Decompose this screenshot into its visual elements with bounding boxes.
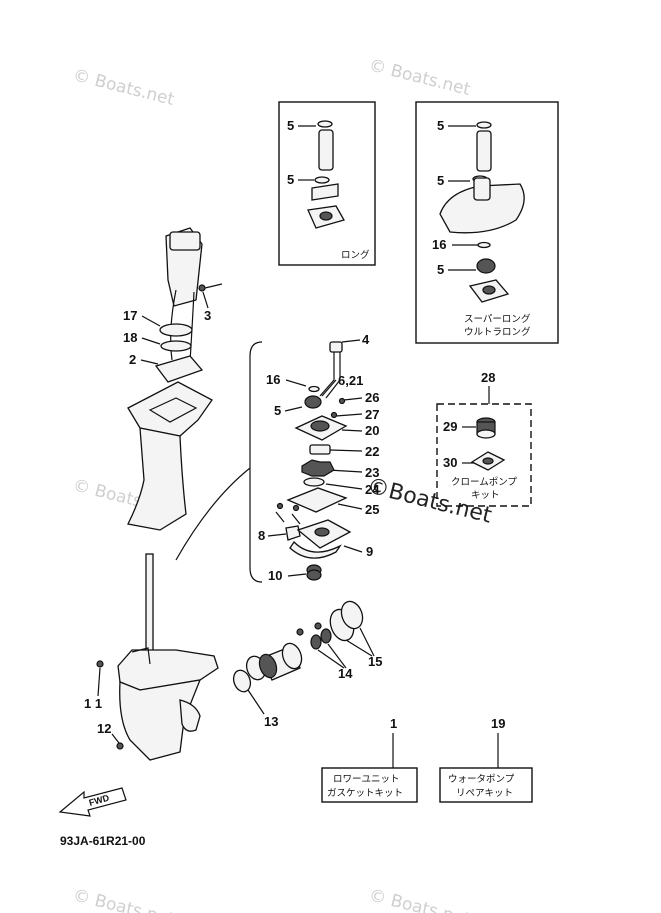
prop-parts: 13 14 15: [232, 600, 382, 729]
callout-8: 8: [258, 528, 265, 543]
inset-chrome-kit-label-2: キット: [471, 490, 500, 501]
callout-16: 16: [432, 237, 446, 252]
watermark: © Boats.net: [367, 55, 473, 100]
fwd-label: FWD: [88, 793, 111, 808]
upper-casing: 3 17 18 2: [123, 227, 223, 531]
callout-10: 10: [268, 568, 282, 583]
callout-6-21: 6,21: [338, 373, 363, 388]
callout-14: 14: [338, 666, 353, 681]
kits: 1 ロワーユニット ガスケットキット 19 ウォータポンプ リペアキット: [321, 716, 533, 803]
callout-16: 16: [266, 372, 280, 387]
gasket-kit-label-1: ロワーユニット: [333, 774, 400, 785]
pump-bracket: [249, 341, 263, 583]
gasket-kit-label-2: ガスケットキット: [327, 788, 403, 799]
callout-25: 25: [365, 502, 379, 517]
callout-23: 23: [365, 465, 379, 480]
fwd-arrow: FWD: [58, 787, 127, 817]
inset-long-label: ロング: [341, 249, 370, 261]
callout-2: 2: [129, 352, 136, 367]
inset-long: 5 5 ロング: [278, 101, 376, 266]
callout-18: 18: [123, 330, 137, 345]
callout-27: 27: [365, 407, 379, 422]
callout-5: 5: [287, 172, 294, 187]
callout-13: 13: [264, 714, 278, 729]
callout-20: 20: [365, 423, 379, 438]
repair-kit-label-1: ウォータポンプ: [448, 774, 515, 785]
inset-chrome-kit-frame: [436, 403, 532, 507]
callout-4: 4: [362, 332, 370, 347]
callout-19: 19: [491, 716, 505, 731]
callout-5: 5: [437, 118, 444, 133]
callout-5: 5: [287, 118, 294, 133]
watermark: © Boats.net: [71, 885, 177, 913]
inset-superlong-label-1: スーパーロング: [464, 313, 531, 325]
callout-28: 28: [481, 370, 495, 385]
callout-15: 15: [368, 654, 382, 669]
inset-long-frame: [278, 101, 376, 266]
repair-kit-label-2: リペアキット: [456, 788, 513, 799]
callout-17: 17: [123, 308, 137, 323]
callout-5: 5: [437, 173, 444, 188]
diagram-code: 93JA-61R21-00: [60, 834, 146, 848]
water-pump: 4 16 6,21 5 26 27 20 22 23 24 25: [258, 332, 380, 583]
inset-superlong-frame: [415, 101, 559, 344]
callout-5: 5: [437, 262, 444, 277]
inset-chrome-kit-label-1: クロームポンプ: [451, 477, 517, 488]
lower-unit: 1 1 12: [84, 553, 219, 761]
callout-1: 1: [390, 716, 397, 731]
callout-30: 30: [443, 455, 457, 470]
watermark: © Boats.net: [367, 885, 473, 913]
watermarks: © Boats.net © Boats.net © Boats.net © Bo…: [71, 55, 495, 913]
watermark: © Boats.net: [71, 65, 177, 110]
inset-superlong: 5 5 16 5 スーパーロング ウルトラロング: [415, 101, 559, 344]
inset-superlong-label-2: ウルトラロング: [464, 326, 531, 338]
inset-chrome-kit: 28 29 30 クロームポンプ キット: [436, 370, 532, 507]
callout-9: 9: [366, 544, 373, 559]
callout-12: 12: [97, 721, 111, 736]
pump-leader-line: [175, 467, 251, 561]
callout-24: 24: [365, 482, 380, 497]
callout-22: 22: [365, 444, 379, 459]
callout-29: 29: [443, 419, 457, 434]
repair-kit-box: [439, 767, 533, 803]
callout-11: 1 1: [84, 696, 102, 711]
callout-5: 5: [274, 403, 281, 418]
gasket-kit-box: [321, 767, 418, 803]
callout-3: 3: [204, 308, 211, 323]
callout-26: 26: [365, 390, 379, 405]
